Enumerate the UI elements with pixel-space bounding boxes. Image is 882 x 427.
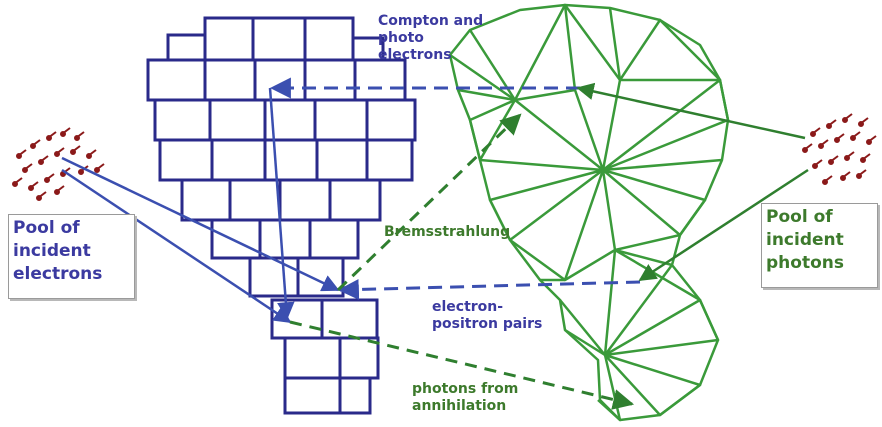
dashed-green-photon-arrows: [289, 113, 635, 410]
dashed-blue-electron-arrows: [269, 77, 641, 300]
photon-pool-box: Pool of incident photons: [761, 203, 878, 288]
compton-label: Compton and photo electrons: [378, 13, 484, 63]
tetrahedral-mesh: [448, 3, 730, 422]
bremsstrahlung-label: Bremsstrahlung: [384, 224, 511, 240]
solid-blue-electron-arrows: [61, 87, 340, 324]
pair-production-label: electron- positron pairs: [432, 299, 543, 332]
solid-green-photon-arrows: [576, 82, 809, 282]
photon-pool-particles: [802, 113, 877, 185]
annihilation-label: photons from annihilation: [412, 381, 519, 414]
hexahedral-mesh: [146, 16, 417, 415]
electron-pool-box: Pool of incident electrons: [8, 214, 135, 299]
